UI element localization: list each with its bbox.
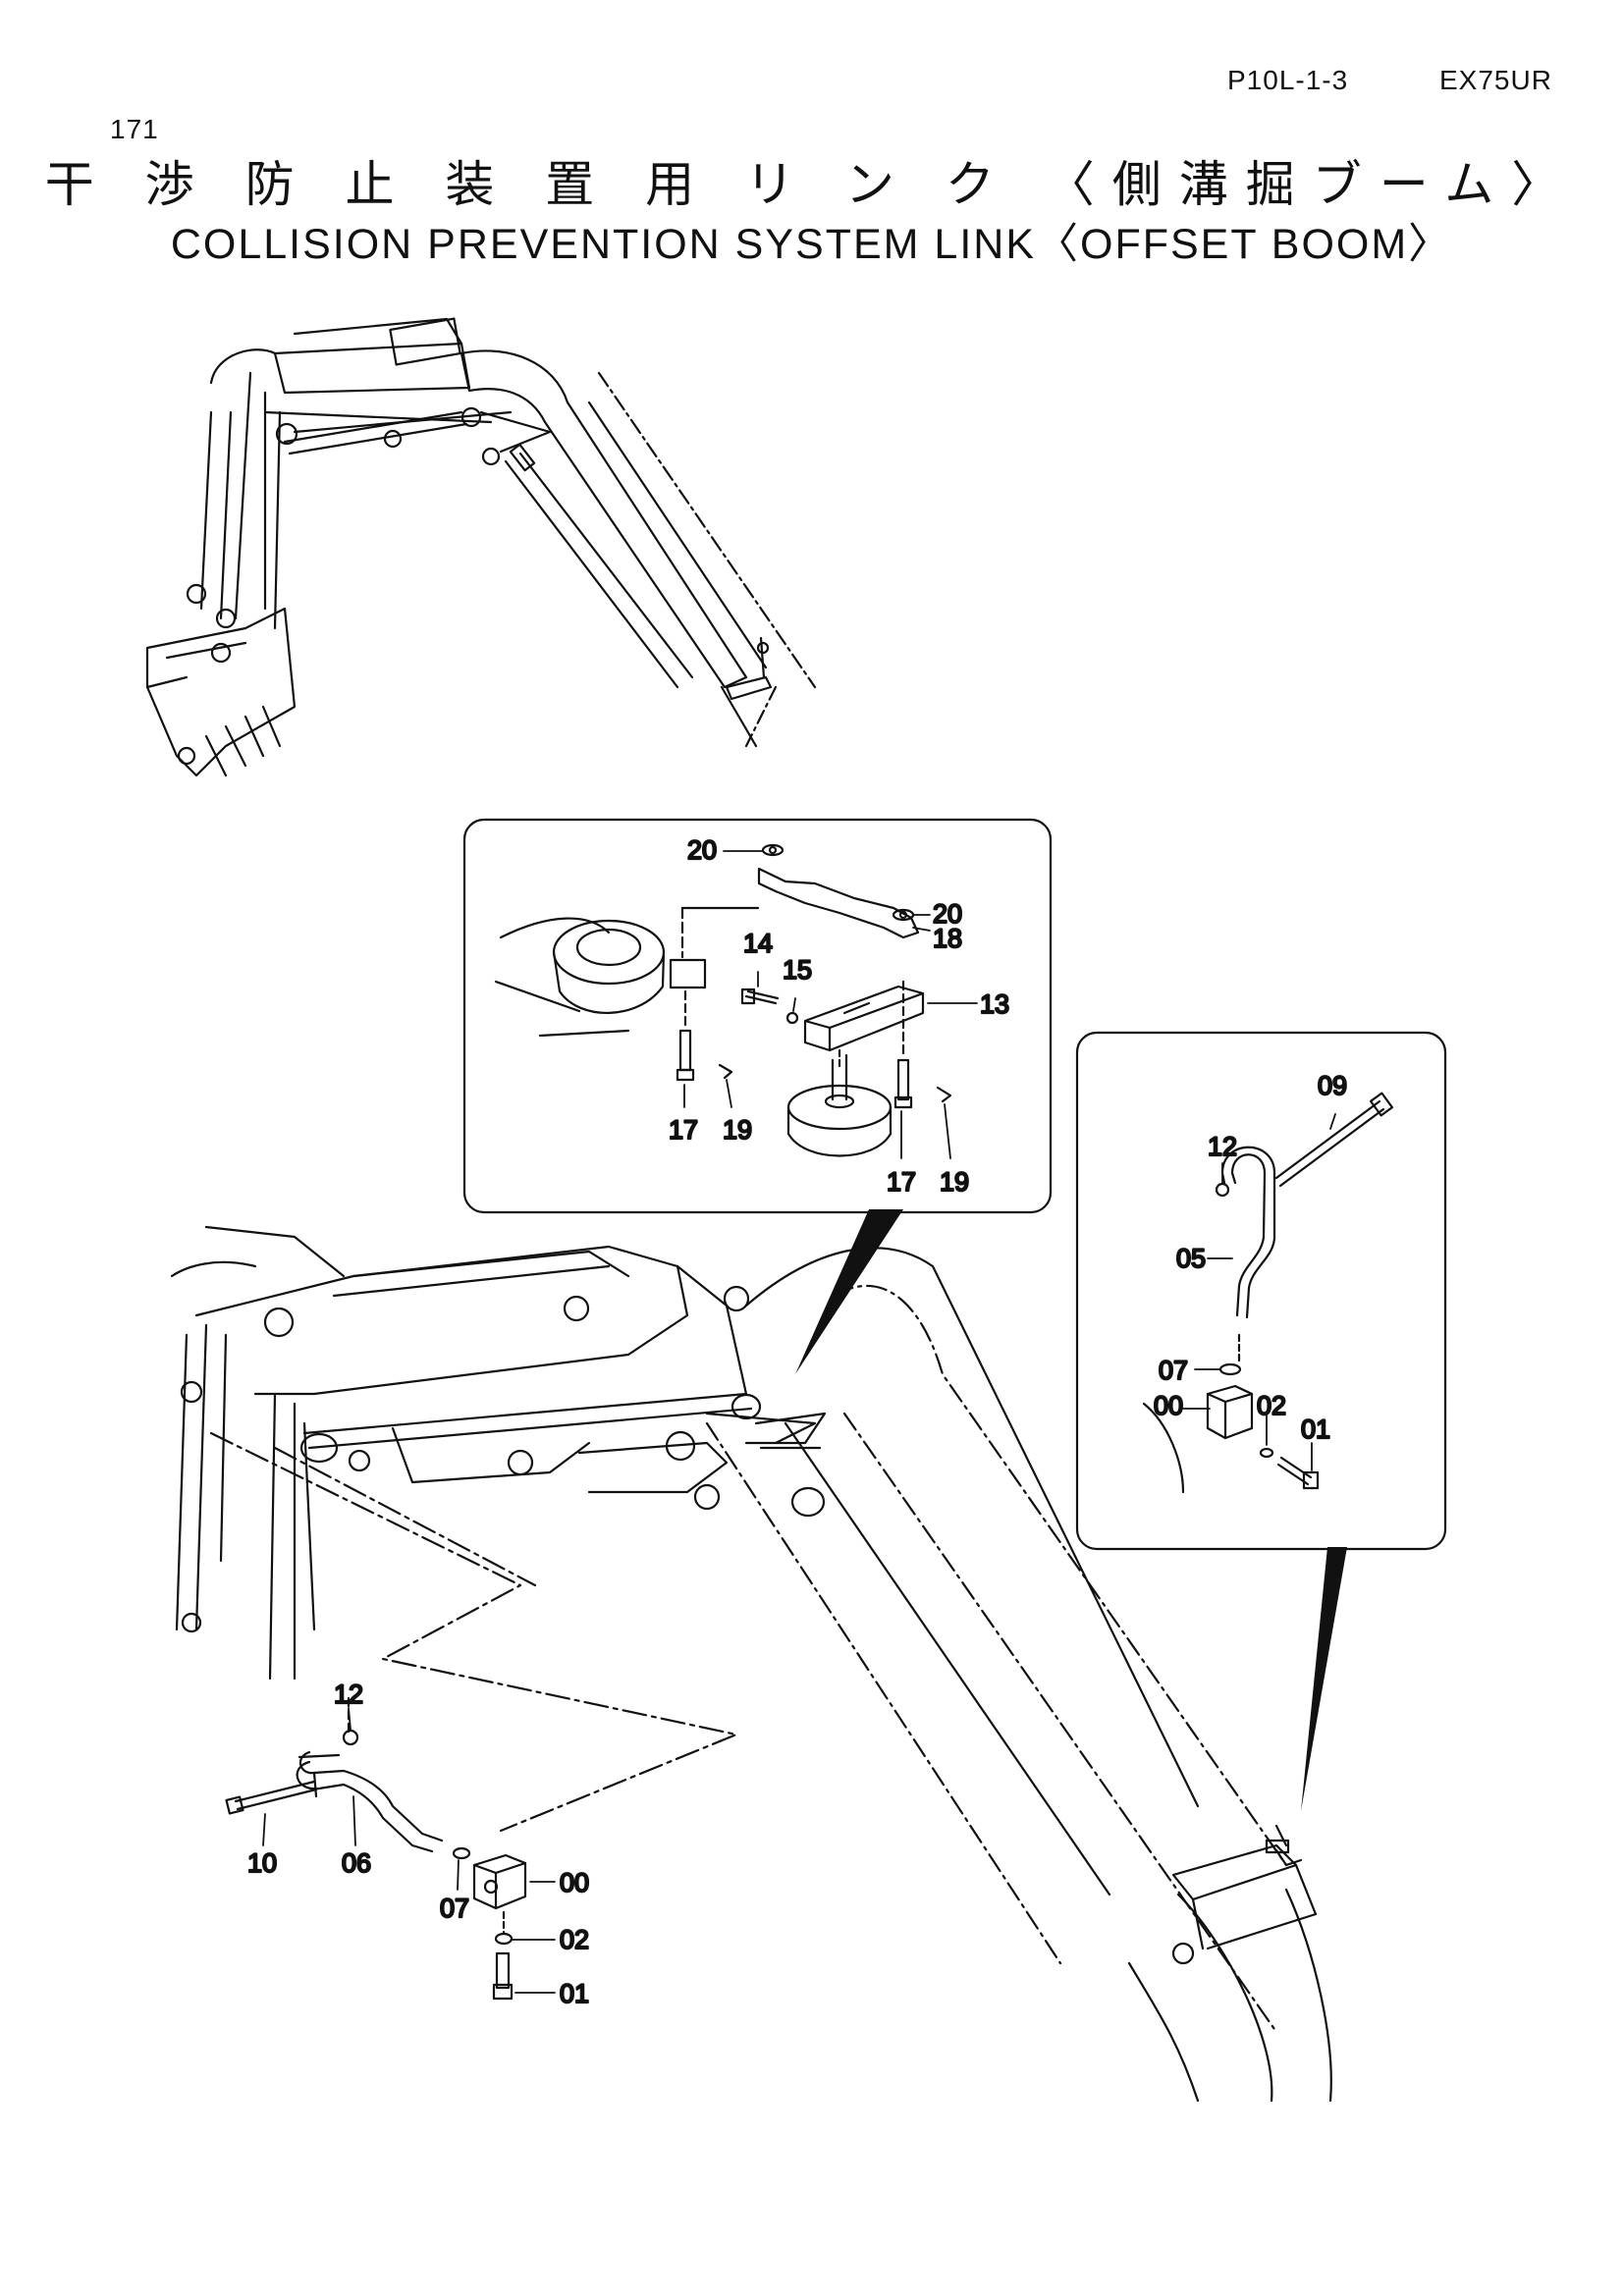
callout-00: 00 (1154, 1391, 1183, 1420)
callout-07: 07 (440, 1894, 469, 1923)
callout-00: 00 (560, 1868, 589, 1897)
callout-17: 17 (887, 1167, 916, 1197)
callout-07: 07 (1159, 1356, 1188, 1385)
callout-10: 10 (247, 1848, 277, 1878)
title-english: COLLISION PREVENTION SYSTEM LINK〈OFFSET … (170, 221, 1453, 268)
callout-20: 20 (933, 899, 962, 929)
callout-19: 19 (940, 1167, 969, 1197)
callout-02: 02 (560, 1925, 589, 1954)
inset-right-pointer (1301, 1547, 1347, 1811)
inset-top-detail (462, 818, 1053, 1214)
callout-15: 15 (783, 955, 812, 985)
callout-06: 06 (342, 1848, 371, 1878)
callout-01: 01 (1301, 1415, 1330, 1444)
callout-14: 14 (743, 929, 773, 958)
callout-05: 05 (1176, 1244, 1206, 1273)
inset-right-detail (1075, 1031, 1447, 1551)
title-japanese: 干 渉 防 止 装 置 用 リ ン ク 〈側溝掘ブーム〉 (44, 156, 1579, 213)
callout-leaders (262, 850, 1336, 1994)
callout-labels: 20 20 18 14 15 13 17 19 17 19 09 12 05 0… (246, 834, 1348, 2009)
main-exploded-parts (225, 1729, 527, 2001)
main-boom-drawing (170, 1225, 1332, 2103)
callout-17: 17 (669, 1115, 698, 1145)
callout-09: 09 (1318, 1071, 1347, 1100)
callout-19: 19 (723, 1115, 752, 1145)
callout-13: 13 (980, 989, 1009, 1019)
page-code: P10L-1-3 (1227, 65, 1349, 95)
inset-top-pointer (795, 1209, 903, 1374)
callout-12: 12 (334, 1680, 363, 1709)
overview-excavator-drawing (145, 317, 817, 777)
page-number: 171 (110, 114, 159, 144)
callout-20: 20 (687, 835, 717, 865)
callout-12: 12 (1208, 1132, 1237, 1161)
callout-01: 01 (560, 1979, 589, 2008)
callout-02: 02 (1257, 1391, 1286, 1420)
callout-18: 18 (933, 924, 962, 953)
model-name: EX75UR (1439, 65, 1552, 95)
